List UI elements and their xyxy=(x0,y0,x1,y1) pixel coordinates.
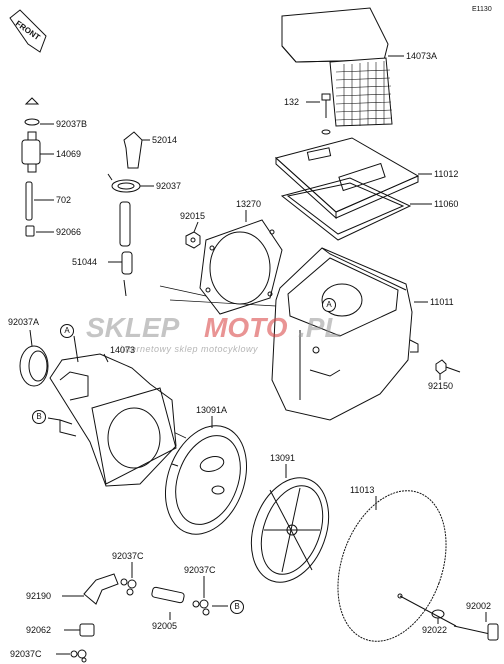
leader-14073 xyxy=(103,353,109,363)
plug-92062 xyxy=(79,623,95,637)
callout-a-airbox: A xyxy=(322,298,336,312)
watermark-tagline: internetowy sklep motocyklowy xyxy=(120,344,259,354)
leader-bolt-axis xyxy=(399,595,457,627)
plug-92066 xyxy=(25,225,35,237)
watermark-brand-3: .PL xyxy=(298,312,342,343)
label-92037C-b: 92037C xyxy=(184,565,216,575)
callout-b-bottom: B xyxy=(230,600,244,614)
watermark-brand-1: SKLEP xyxy=(86,312,180,343)
label-702: 702 xyxy=(56,195,72,205)
label-92066: 92066 xyxy=(56,227,82,237)
clamp-92037C-a xyxy=(120,578,137,596)
bolt-92002 xyxy=(453,623,499,641)
label-92062: 92062 xyxy=(26,625,52,635)
callout-b-left: B xyxy=(32,410,46,424)
bolt-132 xyxy=(321,93,331,135)
filter-frame-13091 xyxy=(250,477,330,583)
clamp-92037 xyxy=(107,173,141,193)
label-92150: 92150 xyxy=(428,381,454,391)
leader-callout-B xyxy=(47,417,61,421)
pipe-51044 xyxy=(119,201,133,275)
leader-callout-A xyxy=(73,335,79,363)
label-51044: 51044 xyxy=(72,257,98,267)
label-92037A: 92037A xyxy=(8,317,40,327)
label-14069: 14069 xyxy=(56,149,82,159)
label-92015: 92015 xyxy=(180,211,206,221)
hose-52014 xyxy=(123,131,143,169)
label-11060: 11060 xyxy=(434,199,459,209)
pipe-702 xyxy=(25,181,33,221)
clamp-92037C-c xyxy=(70,649,87,663)
air-box-11011 xyxy=(271,247,419,421)
callout-a-left: A xyxy=(60,324,74,338)
label-92002: 92002 xyxy=(466,601,492,611)
nut-92015 xyxy=(185,231,201,249)
clamp-92037A xyxy=(19,345,49,387)
clamp-92037B xyxy=(24,97,40,126)
foam-element-11013 xyxy=(337,490,447,642)
label-11012: 11012 xyxy=(434,169,459,179)
hose-92190 xyxy=(83,573,119,605)
label-13270: 13270 xyxy=(236,199,262,209)
diagram-code: E1130 xyxy=(472,6,492,13)
cover-plate-11012 xyxy=(274,137,420,220)
assembly-line xyxy=(123,279,127,297)
label-13091: 13091 xyxy=(270,453,296,463)
label-92005: 92005 xyxy=(152,621,178,631)
leader-92037A xyxy=(29,329,33,347)
label-92190: 92190 xyxy=(26,591,52,601)
label-11013: 11013 xyxy=(350,485,375,495)
label-14073: 14073 xyxy=(110,345,136,355)
label-11011: 11011 xyxy=(430,297,454,307)
label-92037: 92037 xyxy=(156,181,182,191)
label-92022: 92022 xyxy=(422,625,448,635)
pipe-92005 xyxy=(151,586,185,604)
gasket-11060 xyxy=(280,177,412,241)
filter-plate-13091A xyxy=(164,425,248,535)
label-14073A: 14073A xyxy=(406,51,438,61)
clamp-92037C-b xyxy=(192,599,210,616)
label-92037C-c: 92037C xyxy=(10,649,42,659)
label-13091A: 13091A xyxy=(196,405,228,415)
intake-duct-14073 xyxy=(49,353,177,487)
duct-gasket-13270 xyxy=(199,219,283,315)
front-arrow-icon xyxy=(9,9,47,53)
filter-element-14073A xyxy=(281,7,393,127)
label-52014: 52014 xyxy=(152,135,178,145)
label-92037C-a: 92037C xyxy=(112,551,144,561)
check-valve-14069 xyxy=(21,131,41,173)
label-132: 132 xyxy=(284,97,300,107)
label-92037B: 92037B xyxy=(56,119,88,129)
screw-92150 xyxy=(435,359,461,375)
watermark-brand-2: MOTO xyxy=(204,312,288,343)
leader-92015 xyxy=(193,221,199,233)
